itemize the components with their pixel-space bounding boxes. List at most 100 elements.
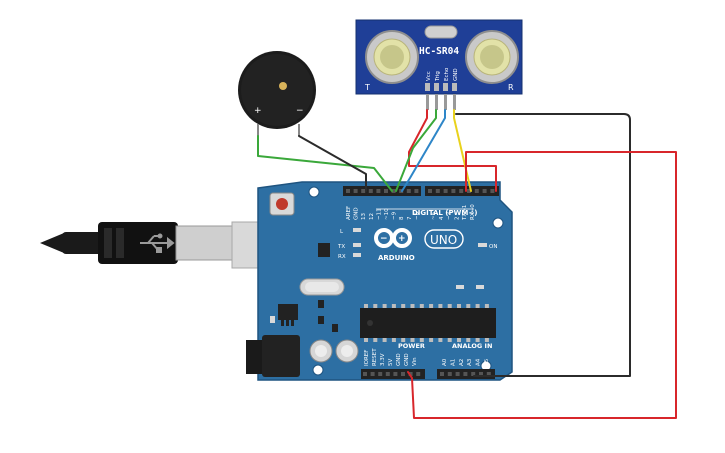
header-pin-hole[interactable] (451, 189, 456, 193)
svg-text:−: − (380, 234, 388, 244)
header-pin-hole[interactable] (370, 372, 375, 376)
header-pin-hole[interactable] (463, 372, 468, 376)
top-pin-label: TX→1 (462, 205, 468, 221)
header-pin-hole[interactable] (459, 189, 464, 193)
top-pin-label: ~10 (384, 208, 390, 220)
reset-button[interactable] (269, 192, 295, 216)
header-pin-hole[interactable] (384, 189, 388, 193)
top-pin-label: 8 (399, 216, 405, 220)
top-pin-label: 12 (369, 213, 375, 220)
header-pin-hole[interactable] (363, 372, 367, 376)
top-pin-label: 7 (407, 216, 413, 220)
sensor-model-label: HC-SR04 (419, 46, 459, 57)
top-pin-label: ~9 (392, 211, 398, 220)
header-pin-hole[interactable] (443, 189, 448, 193)
uno-badge: UNO (424, 229, 464, 249)
power-pin-label: 5V (388, 359, 394, 366)
wire-sensor-gnd-black[interactable] (455, 113, 631, 377)
capacitor-1 (309, 339, 333, 363)
analog-label: ANALOG IN (452, 342, 492, 350)
header-pin-hole[interactable] (479, 372, 483, 376)
header-pin-hole[interactable] (467, 189, 471, 193)
sensor-r-mark: R (508, 83, 514, 92)
header-pin-hole[interactable] (482, 189, 487, 193)
header-pin-hole[interactable] (416, 372, 421, 376)
header-pin-hole[interactable] (385, 372, 390, 376)
header-pin-hole[interactable] (346, 189, 350, 193)
header-pin-hole[interactable] (455, 372, 460, 376)
header-pin-hole[interactable] (414, 189, 419, 193)
header-pin-hole[interactable] (428, 189, 432, 193)
top-pin-label: ~11 (376, 208, 382, 220)
wire-sensor-trig-green[interactable] (395, 109, 437, 192)
header-pin-hole[interactable] (393, 372, 398, 376)
wire-sensor-vcc-red[interactable] (408, 109, 497, 192)
piezo-buzzer[interactable]: + − (238, 51, 316, 136)
header-pin-hole[interactable] (406, 189, 411, 193)
buzzer-minus-label: − (296, 106, 304, 116)
header-pin-hole[interactable] (368, 189, 373, 193)
header-pin-hole[interactable] (435, 189, 440, 193)
analog-pin-label: A3 (467, 358, 473, 366)
wire-sensor-echo-blue[interactable] (401, 109, 446, 192)
header-pin-hole[interactable] (447, 372, 452, 376)
wire-sensor-gnd-yellow[interactable] (453, 109, 472, 192)
power-jack (246, 335, 300, 377)
capacitor-2 (335, 339, 359, 363)
top-pin-label: AREF (346, 206, 352, 220)
sensor-t-mark: T (364, 83, 370, 92)
header-pin-hole[interactable] (401, 372, 405, 376)
header-pin-hole[interactable] (408, 372, 413, 376)
header-pin-hole[interactable] (353, 189, 358, 193)
wire-5v-red[interactable] (407, 151, 677, 419)
usb-chip (318, 243, 330, 257)
top-pin-label: GND (354, 207, 360, 220)
svg-text:+: + (398, 234, 406, 244)
crystal (299, 278, 345, 296)
analog-pin-label: A0 (442, 358, 448, 366)
power-pin-label: Vin (412, 357, 418, 366)
digital-header-left (343, 186, 421, 196)
sensor-crystal (424, 25, 458, 39)
top-pin-label: 13 (361, 213, 367, 220)
wire-buzzer-plus-green[interactable] (257, 135, 393, 192)
power-pin-label: GND (396, 353, 402, 366)
led-rx-label: RX (338, 254, 346, 260)
analog-pin-label: A4 (476, 358, 482, 366)
sensor-pin-label: Trig (435, 71, 441, 82)
top-pin-label: ~3 (447, 211, 453, 220)
receiver-can (465, 30, 519, 84)
header-pin-hole[interactable] (471, 372, 476, 376)
header-pin-hole[interactable] (378, 372, 383, 376)
header-pin-hole[interactable] (486, 372, 491, 376)
header-pin-hole[interactable] (391, 189, 396, 193)
usb-icon (140, 233, 175, 253)
power-header (361, 369, 425, 379)
sensor-pin-label: Echo (444, 67, 450, 81)
analog-pin-label: A5 (484, 358, 490, 366)
sensor-pin-label: Vcc (426, 71, 432, 81)
on-label: ON (489, 244, 497, 250)
svg-text:UNO: UNO (430, 233, 457, 247)
top-pin-label: ~5 (431, 211, 437, 220)
power-pin-label: 3.3V (380, 353, 386, 366)
header-pin-hole[interactable] (361, 189, 366, 193)
header-pin-hole[interactable] (376, 189, 381, 193)
sensor-pin-label: GND (453, 68, 459, 81)
power-pin-label: IOREF (364, 350, 370, 366)
top-pin-label: ~6 (414, 211, 420, 220)
power-pin-label: RESET (372, 348, 378, 366)
header-pin-hole[interactable] (490, 189, 495, 193)
voltage-regulator (278, 304, 298, 326)
arduino-logo-text: ARDUINO (378, 254, 415, 262)
sensor-pins (425, 83, 457, 110)
header-pin-hole[interactable] (474, 189, 479, 193)
led-tx-label: TX (337, 244, 345, 250)
wire-buzzer-minus-black[interactable] (298, 135, 367, 192)
led-l-label: L (340, 229, 344, 235)
microcontroller-chip (360, 308, 496, 338)
header-pin-hole[interactable] (440, 372, 444, 376)
